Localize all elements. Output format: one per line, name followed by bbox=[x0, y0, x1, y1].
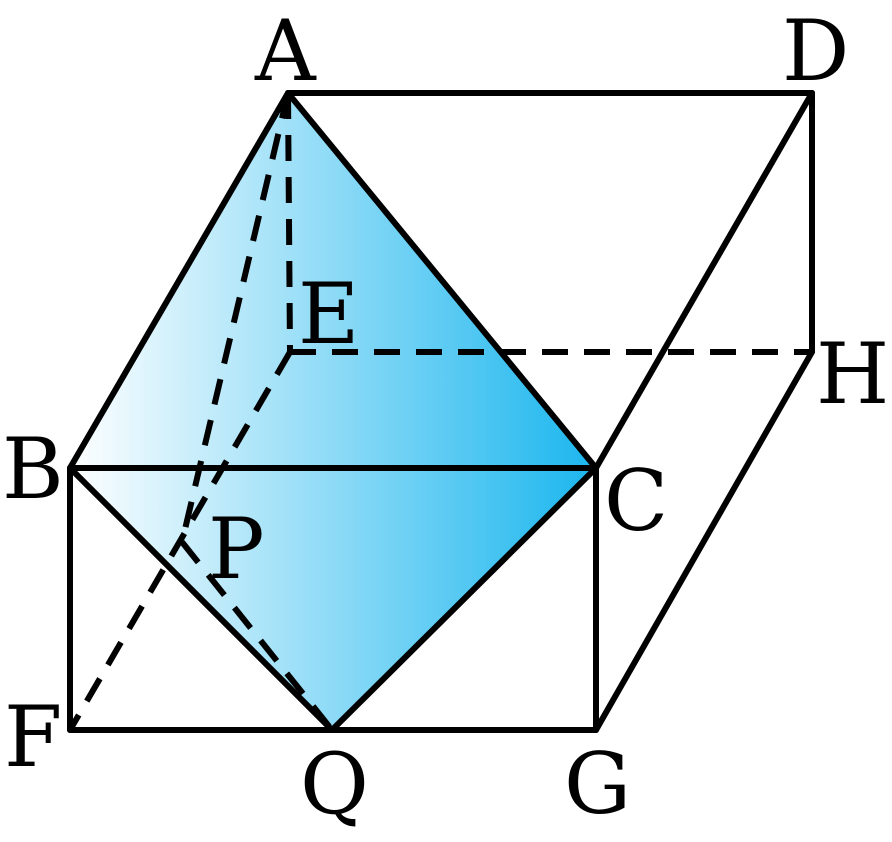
face-bcq bbox=[70, 468, 596, 730]
vertex-label-d: D bbox=[782, 2, 849, 100]
face-abc bbox=[70, 93, 596, 468]
vertex-label-b: B bbox=[2, 420, 64, 518]
vertex-label-e: E bbox=[298, 265, 359, 363]
vertex-label-h: H bbox=[816, 325, 889, 423]
edge-ae bbox=[285, 92, 293, 353]
vertex-label-q: Q bbox=[300, 735, 369, 833]
vertex-label-p: P bbox=[208, 500, 265, 598]
vertex-label-f: F bbox=[4, 688, 62, 786]
vertex-label-c: C bbox=[604, 452, 668, 550]
edge-cq bbox=[329, 465, 599, 733]
vertex-label-a: A bbox=[254, 2, 317, 100]
edge-ac bbox=[285, 90, 599, 471]
edge-dc bbox=[593, 90, 815, 471]
edge-hg bbox=[593, 349, 815, 733]
vertex-label-g: G bbox=[564, 735, 631, 833]
edge-ab bbox=[67, 90, 291, 471]
edge-ef bbox=[67, 350, 293, 732]
edge-bq bbox=[67, 465, 335, 733]
